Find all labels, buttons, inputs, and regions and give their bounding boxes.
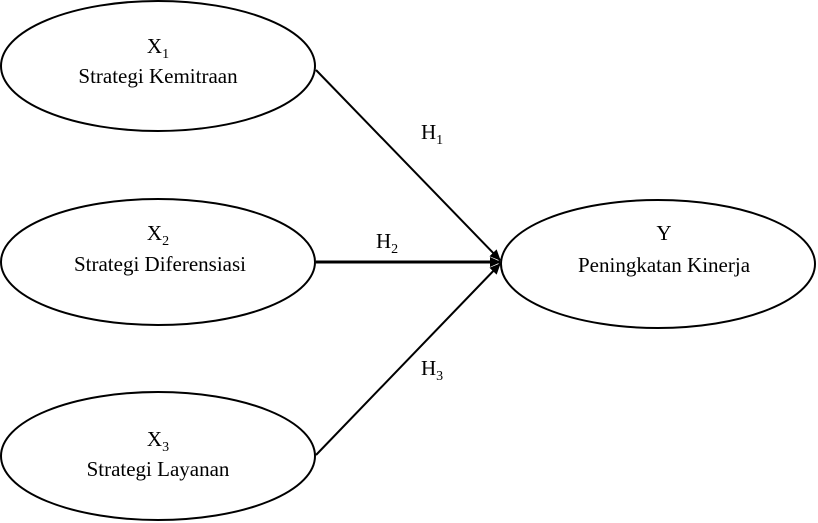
node-y-symbol: Y: [656, 221, 671, 245]
node-y-label: Peningkatan Kinerja: [578, 253, 751, 277]
edge-x3-to-y: [315, 263, 501, 456]
node-x2-label: Strategi Diferensiasi: [74, 252, 246, 276]
node-x3-label: Strategi Layanan: [87, 457, 230, 481]
edge-label-h2: H2: [376, 229, 398, 257]
node-x1-symbol: X1: [147, 34, 169, 62]
edge-x1-to-y: [315, 69, 501, 261]
node-x2-symbol: X2: [147, 221, 169, 249]
node-x3: X3 Strategi Layanan: [0, 391, 316, 521]
node-x1-ellipse: [0, 0, 316, 132]
edge-labels: H1 H2 H3: [376, 120, 443, 384]
node-x2-ellipse: [0, 198, 316, 326]
edge-label-h1: H1: [421, 120, 443, 148]
node-x3-ellipse: [0, 391, 316, 521]
node-y-ellipse: [500, 199, 816, 329]
node-x1: X1 Strategi Kemitraan: [0, 0, 316, 132]
edges: [315, 69, 501, 456]
node-x1-label: Strategi Kemitraan: [78, 64, 238, 88]
node-y: Y Peningkatan Kinerja: [500, 199, 816, 329]
node-x2: X2 Strategi Diferensiasi: [0, 198, 316, 326]
edge-label-h3: H3: [421, 356, 443, 384]
node-x3-symbol: X3: [147, 427, 169, 455]
